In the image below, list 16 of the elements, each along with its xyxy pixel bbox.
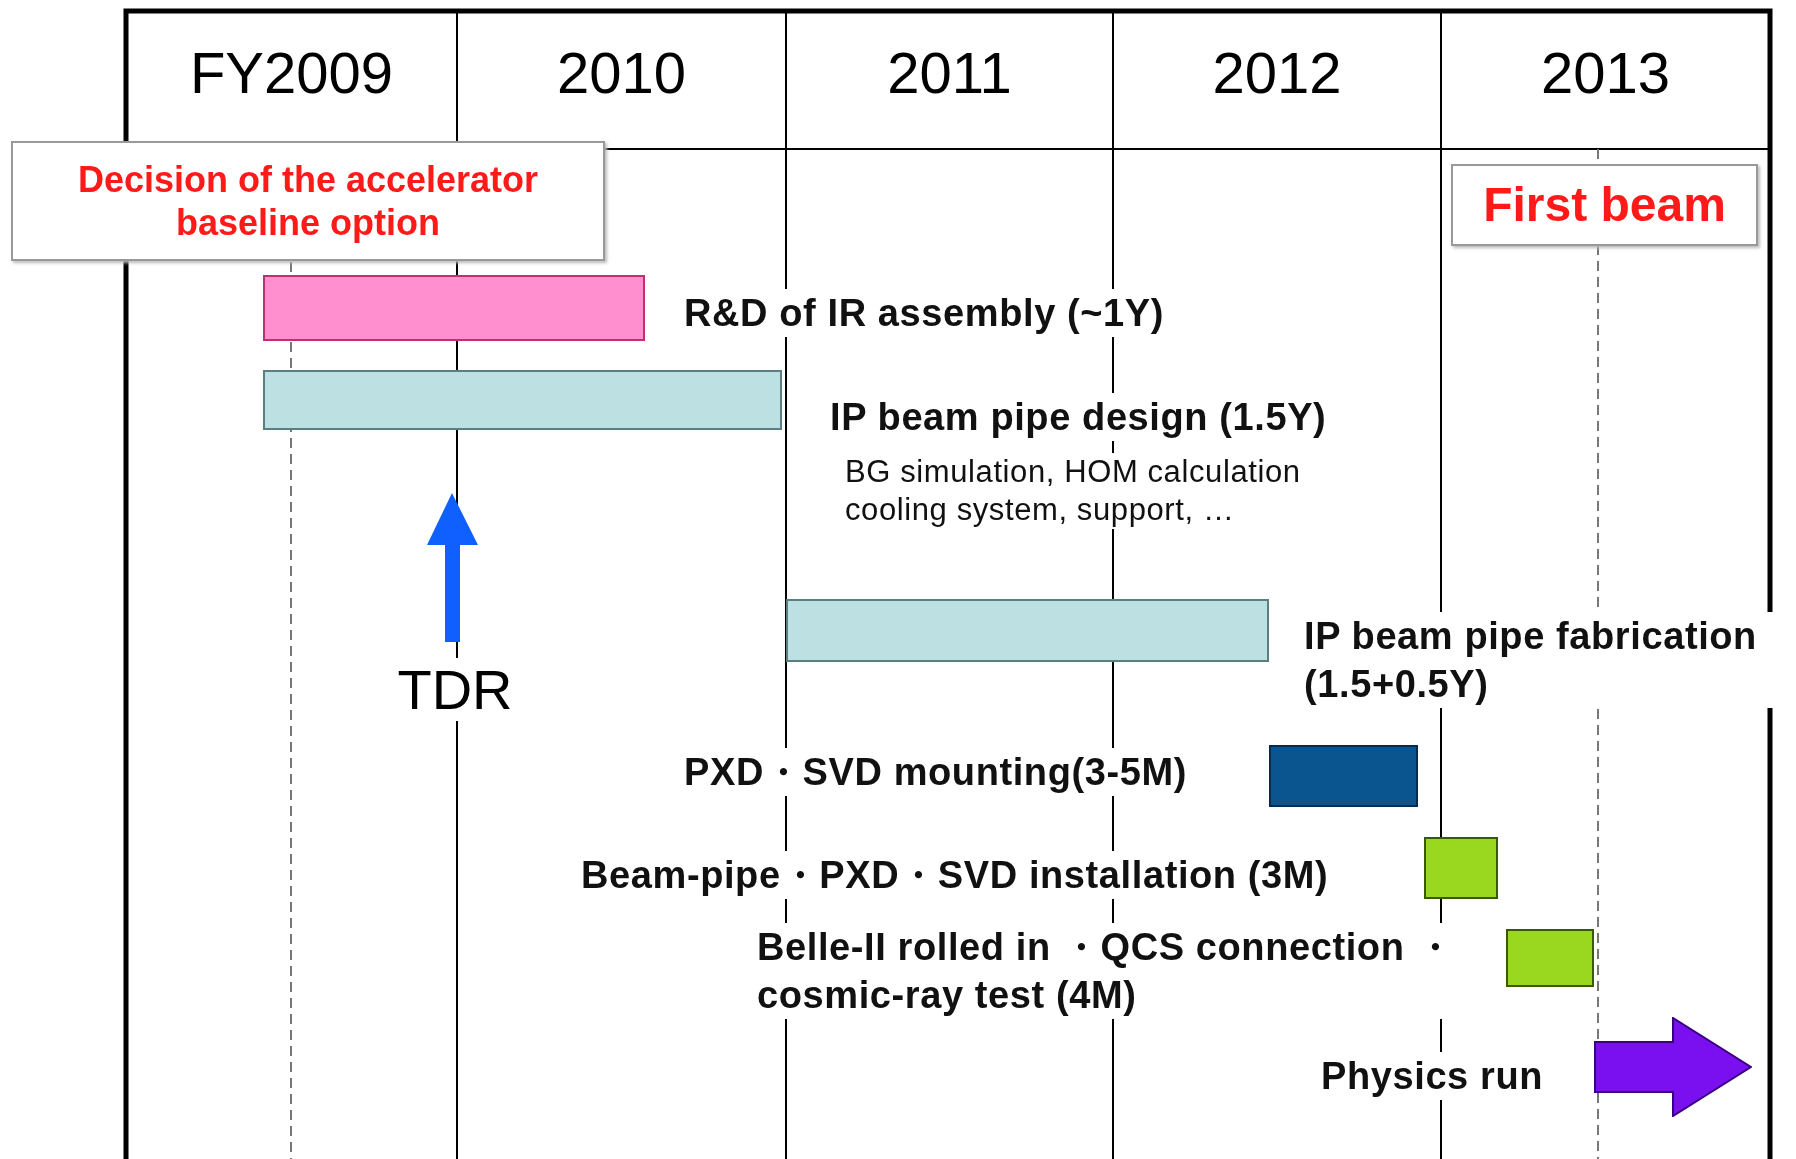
year-header: 2011 [886, 40, 1013, 106]
task-bar [263, 275, 645, 341]
milestone-label: First beam [1483, 177, 1726, 234]
task-bar [786, 599, 1269, 662]
task-bar [1424, 837, 1498, 899]
task-bar [263, 370, 782, 430]
year-header: 2013 [1540, 40, 1671, 106]
task-bar [1506, 929, 1594, 987]
block-arrow [1594, 1017, 1752, 1117]
milestone-label: Decision of the accelerator baseline option [76, 157, 540, 245]
year-header: 2010 [556, 40, 687, 106]
milestone-box [11, 141, 605, 261]
task-bar [1269, 745, 1418, 807]
milestone-box [1451, 164, 1758, 246]
year-header: 2012 [1211, 40, 1343, 106]
year-header: FY2009 [188, 40, 395, 106]
